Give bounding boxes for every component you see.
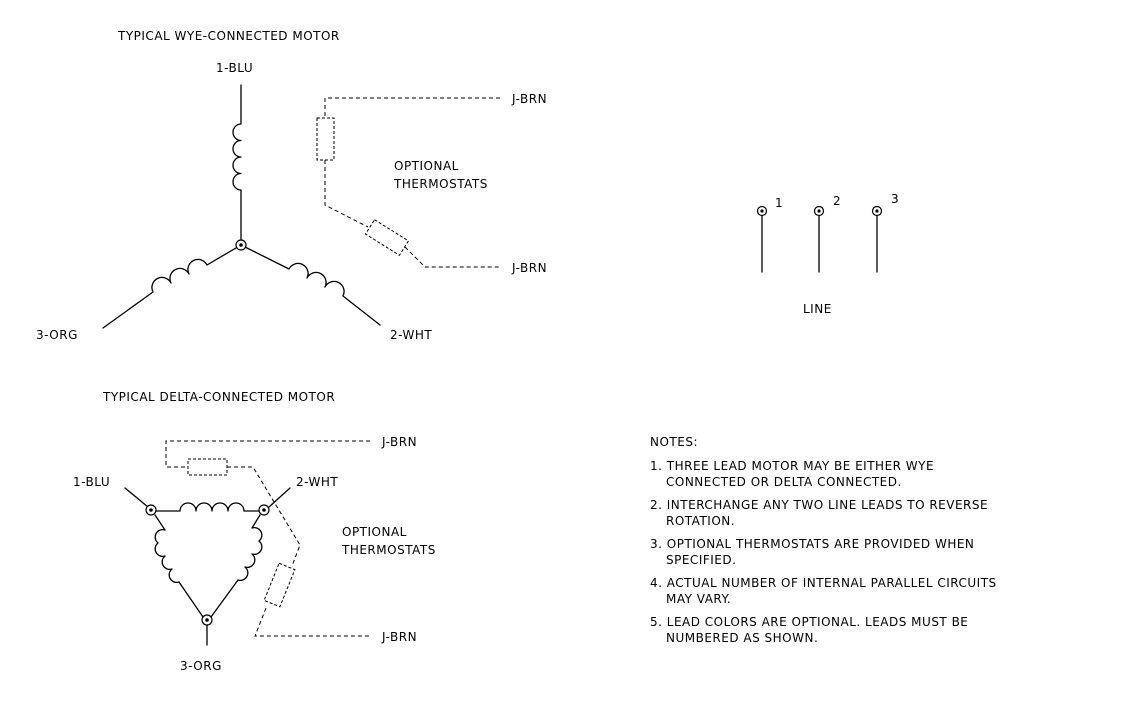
note-2-line-2: ROTATION. bbox=[666, 514, 735, 528]
wye-thermostat-2 bbox=[364, 219, 410, 256]
note-3-line-1: 3. OPTIONAL THERMOSTATS ARE PROVIDED WHE… bbox=[650, 537, 974, 551]
wye-winding-2 bbox=[240, 244, 381, 326]
note-5-line-2: NUMBERED AS SHOWN. bbox=[666, 631, 818, 645]
delta-thermostat-bottom-label: J-BRN bbox=[381, 630, 417, 644]
line-terminals: 1 2 3 LINE bbox=[756, 192, 899, 316]
line-terminal-3-label: 3 bbox=[891, 192, 899, 206]
delta-lead-1-label: 1-BLU bbox=[73, 475, 110, 489]
note-4-line-1: 4. ACTUAL NUMBER OF INTERNAL PARALLEL CI… bbox=[650, 576, 997, 590]
delta-lead-3-label: 3-ORG bbox=[180, 659, 222, 673]
wye-winding-3 bbox=[102, 244, 242, 329]
delta-thermostat-caption-2: THERMOSTATS bbox=[341, 543, 436, 557]
delta-lead-2-label: 2-WHT bbox=[296, 475, 338, 489]
wye-lead-1-label: 1-BLU bbox=[216, 61, 253, 75]
note-4-line-2: MAY VARY. bbox=[666, 592, 731, 606]
wye-thermostat-top-label: J-BRN bbox=[511, 92, 547, 106]
delta-title: TYPICAL DELTA-CONNECTED MOTOR bbox=[102, 390, 335, 404]
wye-thermostat-caption-2: THERMOSTATS bbox=[393, 177, 488, 191]
delta-thermostat-1 bbox=[187, 458, 228, 476]
line-label: LINE bbox=[803, 302, 832, 316]
note-3-line-2: SPECIFIED. bbox=[666, 553, 736, 567]
wye-thermostat-bottom-label: J-BRN bbox=[511, 261, 547, 275]
wye-thermostat-1 bbox=[316, 117, 335, 161]
delta-winding-left bbox=[154, 514, 204, 618]
wye-title: TYPICAL WYE-CONNECTED MOTOR bbox=[117, 29, 340, 43]
delta-thermostat-lead bbox=[165, 440, 370, 637]
note-1-line-1: 1. THREE LEAD MOTOR MAY BE EITHER WYE bbox=[650, 459, 934, 473]
delta-winding-right bbox=[210, 514, 263, 618]
wye-thermostat-caption-1: OPTIONAL bbox=[394, 159, 459, 173]
wye-diagram: TYPICAL WYE-CONNECTED MOTOR 1-BLU 2-WHT … bbox=[36, 29, 547, 342]
delta-thermostat-caption-1: OPTIONAL bbox=[342, 525, 407, 539]
wye-thermostat-lead bbox=[324, 97, 500, 268]
delta-thermostat-top-label: J-BRN bbox=[381, 435, 417, 449]
delta-winding-top bbox=[154, 502, 261, 512]
note-1-line-2: CONNECTED OR DELTA CONNECTED. bbox=[666, 475, 902, 489]
delta-thermostat-2 bbox=[263, 562, 296, 608]
delta-diagram: TYPICAL DELTA-CONNECTED MOTOR 1-BLU 2-WH… bbox=[73, 390, 436, 673]
notes: NOTES: 1. THREE LEAD MOTOR MAY BE EITHER… bbox=[650, 435, 997, 645]
line-terminal-1-label: 1 bbox=[775, 196, 783, 210]
note-2-line-1: 2. INTERCHANGE ANY TWO LINE LEADS TO REV… bbox=[650, 498, 988, 512]
wye-lead-2-label: 2-WHT bbox=[390, 328, 432, 342]
wye-lead-3-label: 3-ORG bbox=[36, 328, 78, 342]
note-5-line-1: 5. LEAD COLORS ARE OPTIONAL. LEADS MUST … bbox=[650, 615, 968, 629]
notes-heading: NOTES: bbox=[650, 435, 698, 449]
line-terminal-2-label: 2 bbox=[833, 194, 841, 208]
wye-winding-1 bbox=[232, 84, 242, 241]
